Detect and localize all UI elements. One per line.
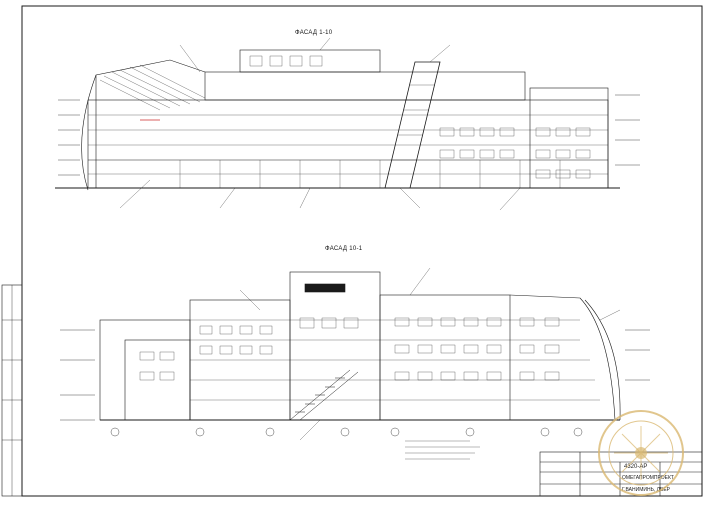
seal-icon (598, 410, 684, 496)
title-block-org-line1: ОМЕГАПРОМПРОЕКТ (622, 475, 674, 481)
title-block-code: 4320-АР (624, 464, 648, 470)
facade-top-title: ФАСАД 1-10 (295, 30, 333, 36)
sheet-border (21, 5, 703, 497)
notes-lines (405, 440, 480, 460)
facade-bottom-title: ФАСАД 10-1 (325, 246, 363, 252)
facade-1-10 (55, 37, 640, 211)
title-block (539, 451, 703, 497)
facade-10-1 (60, 267, 650, 441)
title-block-org-line2: Г.ВАНИМИНЬ, ДВЕР (622, 487, 671, 493)
